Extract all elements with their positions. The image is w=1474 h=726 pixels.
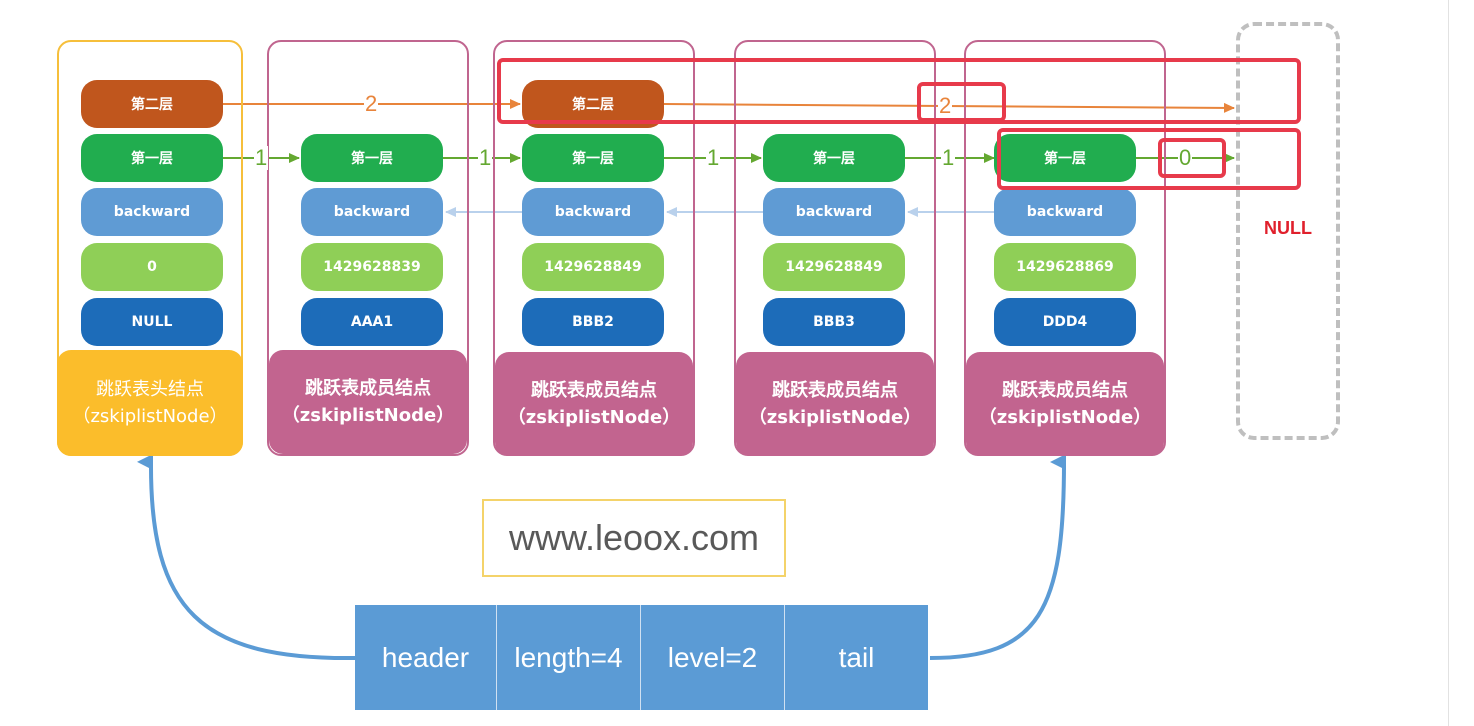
zskiplist-struct: header length=4 level=2 tail	[355, 605, 928, 710]
node1-footer: 跳跃表成员结点 （zskiplistNode）	[269, 350, 467, 454]
head-backward: backward	[81, 188, 223, 236]
node1-level1: 第一层	[301, 134, 443, 182]
level1-span-3: 1	[941, 145, 956, 170]
head-level1: 第一层	[81, 134, 223, 182]
head-score: 0	[81, 243, 223, 291]
highlight-level1-span	[1158, 138, 1226, 178]
node4-footer: 跳跃表成员结点 （zskiplistNode）	[966, 352, 1164, 456]
node4-obj: DDD4	[994, 298, 1136, 346]
node1-score: 1429628839	[301, 243, 443, 291]
node3-subtitle: （zskiplistNode）	[748, 407, 922, 428]
node1-title: 跳跃表成员结点	[305, 378, 431, 399]
level1-span-2: 1	[706, 145, 721, 170]
node2-footer: 跳跃表成员结点 （zskiplistNode）	[495, 352, 693, 456]
head-level2: 第二层	[81, 80, 223, 128]
head-node-footer: 跳跃表头结点 （zskiplistNode）	[57, 350, 243, 456]
watermark-text: www.leoox.com	[508, 517, 760, 558]
tail-pointer	[929, 454, 1067, 660]
level1-span-4: 0	[1178, 145, 1193, 170]
zskiplist-header-cell: header	[355, 605, 497, 710]
level2-span-0: 2	[364, 91, 379, 116]
header-pointer	[137, 454, 357, 661]
null-node-label: NULL	[1264, 218, 1312, 238]
level2-span-1: 2	[938, 93, 953, 118]
zskiplist-level-cell: level=2	[641, 605, 785, 710]
node3-title: 跳跃表成员结点	[772, 380, 898, 401]
node2-subtitle: （zskiplistNode）	[507, 407, 681, 428]
node4-subtitle: （zskiplistNode）	[978, 407, 1152, 428]
node3-backward: backward	[763, 188, 905, 236]
node2-level1: 第一层	[522, 134, 664, 182]
node3-footer: 跳跃表成员结点 （zskiplistNode）	[736, 352, 934, 456]
node3-obj: BBB3	[763, 298, 905, 346]
level1-span-1: 1	[478, 145, 493, 170]
node1-subtitle: （zskiplistNode）	[281, 405, 455, 426]
highlight-level2-row	[497, 58, 1301, 124]
head-obj: NULL	[81, 298, 223, 346]
node1-backward: backward	[301, 188, 443, 236]
node4-backward: backward	[994, 188, 1136, 236]
node4-score: 1429628869	[994, 243, 1136, 291]
node3-level1: 第一层	[763, 134, 905, 182]
highlight-level1-row	[997, 128, 1301, 190]
head-node-subtitle: （zskiplistNode）	[72, 406, 228, 427]
node3-score: 1429628849	[763, 243, 905, 291]
null-node-box	[1236, 22, 1340, 440]
node2-backward: backward	[522, 188, 664, 236]
highlight-level2-span	[917, 82, 1006, 122]
zskiplist-length-cell: length=4	[497, 605, 641, 710]
page-divider	[1448, 0, 1449, 726]
level1-span-0: 1	[254, 145, 269, 170]
node2-score: 1429628849	[522, 243, 664, 291]
node1-obj: AAA1	[301, 298, 443, 346]
head-node-title: 跳跃表头结点	[96, 379, 204, 400]
node4-title: 跳跃表成员结点	[1002, 380, 1128, 401]
watermark-box: www.leoox.com	[482, 499, 786, 577]
node2-obj: BBB2	[522, 298, 664, 346]
node2-title: 跳跃表成员结点	[531, 380, 657, 401]
zskiplist-tail-cell: tail	[785, 605, 928, 710]
node1-border	[267, 40, 469, 456]
node4-level1: 第一层	[994, 134, 1136, 182]
